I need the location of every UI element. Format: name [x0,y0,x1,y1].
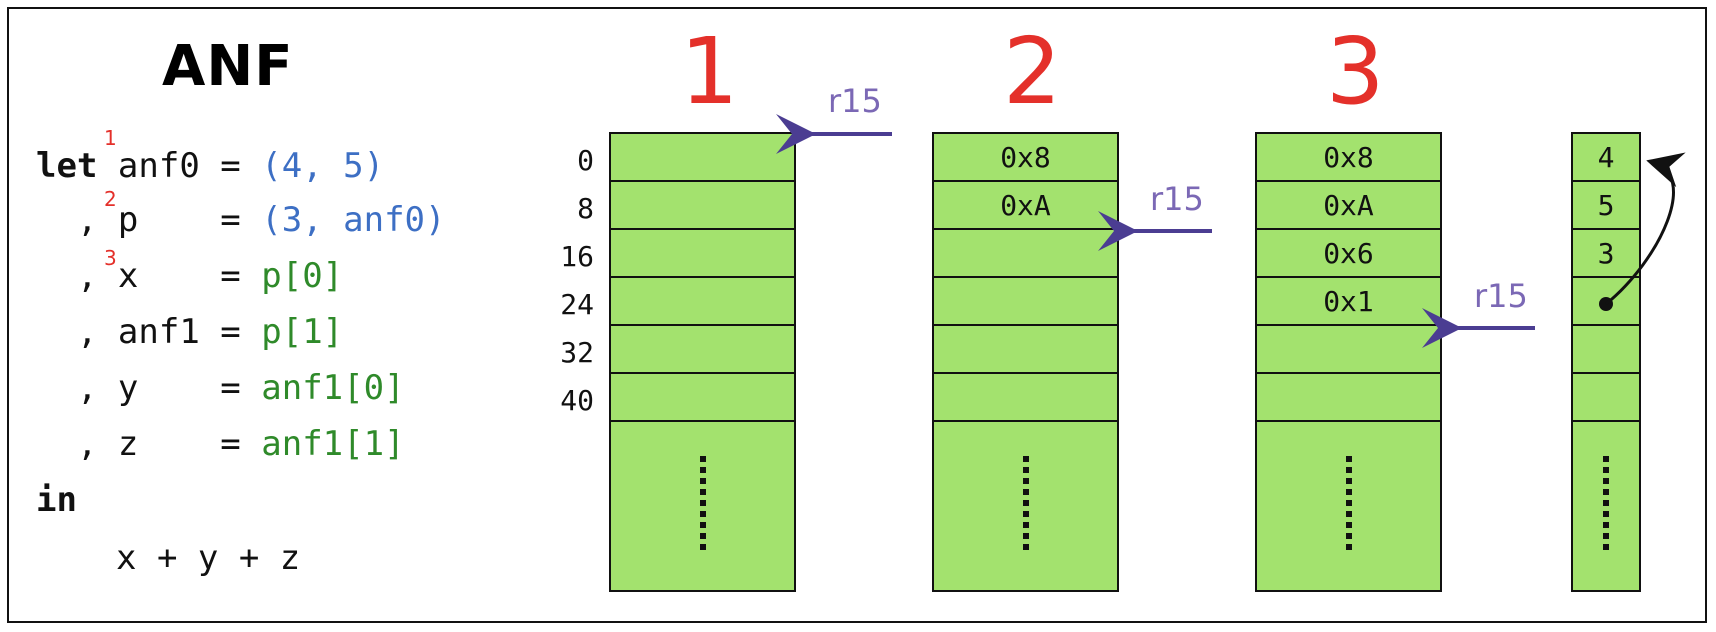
heap-cell [611,278,794,326]
r15-label-2: r15 [1150,180,1204,218]
heap-cell [934,278,1117,326]
step-marker-2: 2 [104,187,117,211]
continuation-dots [1603,456,1609,550]
offset-label: 24 [560,288,594,321]
heap-snapshot-3: 0x8 0xA 0x6 0x1 [1255,132,1442,592]
heap-cell [1573,326,1639,374]
heap-cell [611,374,794,422]
heap-cell: 5 [1573,182,1639,230]
heap-cell [611,230,794,278]
heap-cell: 0xA [934,182,1117,230]
pointer-curve-arrow [1599,152,1686,311]
heap-snapshot-2: 0x8 0xA [932,132,1119,592]
heap-cell: 0x6 [1257,230,1440,278]
snapshot-label-3: 3 [1326,18,1385,125]
continuation-dots [1345,456,1352,550]
offset-label: 16 [560,240,594,273]
offset-label: 32 [560,336,594,369]
heap-cell [1573,278,1639,326]
heap-cell [611,134,794,182]
in-keyword: in [36,480,77,520]
continuation-dots [699,456,706,550]
heap-cell [1257,326,1440,374]
heap-snapshot-1 [609,132,796,592]
heap-cell: 4 [1573,134,1639,182]
heap-cell [934,374,1117,422]
heap-cell [611,326,794,374]
continuation-dots [1022,456,1029,550]
diagram-title: ANF [162,34,294,99]
code-line-5: , y = anf1[0] [76,368,405,408]
step-marker-3: 3 [104,246,117,270]
r15-label-3: r15 [1474,277,1528,315]
let-keyword: let [36,146,98,186]
offset-label: 40 [560,384,594,417]
heap-cell: 0x1 [1257,278,1440,326]
snapshot-label-1: 1 [680,18,739,125]
code-line-4: , anf1 = p[1] [76,312,344,352]
heap-cell: 3 [1573,230,1639,278]
offset-label: 0 [577,144,594,177]
code-body: x + y + z [116,538,301,578]
code-line-3: , x = p[0] [76,256,344,296]
step-marker-1: 1 [104,126,117,150]
heap-cell [1257,374,1440,422]
heap-cell: 0x8 [1257,134,1440,182]
diagram-frame [7,7,1707,623]
code-line-1: let anf0 = (4, 5) [36,146,385,186]
heap-cell: 0xA [1257,182,1440,230]
heap-cell [934,326,1117,374]
r15-label-1: r15 [828,82,882,120]
code-line-2: , p = (3, anf0) [76,200,446,240]
code-line-6: , z = anf1[1] [76,424,405,464]
offset-label: 8 [577,192,594,225]
heap-cell [934,230,1117,278]
snapshot-label-2: 2 [1003,18,1062,125]
heap-cell [1573,374,1639,422]
heap-cell: 0x8 [934,134,1117,182]
heap-cell [611,182,794,230]
heap-view-narrow: 4 5 3 [1571,132,1641,592]
